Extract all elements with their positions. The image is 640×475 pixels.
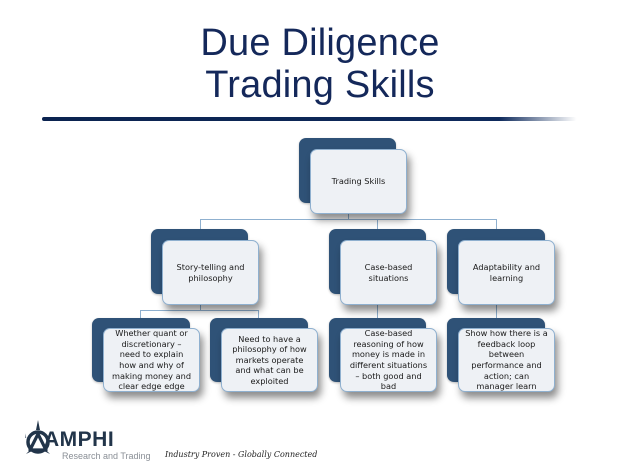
root-node-label: Trading Skills — [331, 176, 386, 187]
connector-story-down — [200, 305, 201, 311]
connector-case-down — [377, 305, 378, 319]
amphi-logo-icon — [25, 433, 27, 439]
amphi-emblem-icon — [26, 420, 50, 454]
root-node[interactable]: Trading Skills — [310, 149, 407, 214]
connector-to-need — [258, 310, 259, 319]
logo-subtitle: Research and Trading — [62, 451, 151, 461]
title-line-2: Trading Skills — [205, 64, 435, 106]
connector-to-story — [200, 219, 201, 230]
node-label: Whether quant or discretionary – need to… — [111, 328, 192, 392]
node-label: Story-telling and philosophy — [176, 261, 245, 283]
connector-to-whether — [140, 310, 141, 319]
node-label: Show how there is a feedback loop betwee… — [465, 328, 548, 392]
node-label: Adaptability and learning — [472, 261, 541, 283]
slide-title: Due Diligence Trading Skills — [0, 22, 640, 106]
tagline: Industry Proven - Globally Connected — [165, 450, 318, 459]
node-need-philosophy[interactable]: Need to have a philosophy of how markets… — [221, 328, 318, 392]
connector-root-down — [348, 214, 349, 220]
title-line-1: Due Diligence — [200, 22, 440, 64]
node-case-reasoning[interactable]: Case-based reasoning of how money is mad… — [340, 328, 437, 392]
connector-to-adapt — [496, 219, 497, 230]
connector-to-case — [377, 219, 378, 230]
node-whether-quant[interactable]: Whether quant or discretionary – need to… — [103, 328, 200, 392]
node-label: Need to have a philosophy of how markets… — [232, 333, 307, 386]
node-adaptability[interactable]: Adaptability and learning — [458, 240, 555, 305]
node-story-telling[interactable]: Story-telling and philosophy — [162, 240, 259, 305]
connector-story-horizontal — [140, 310, 259, 311]
connector-level2-horizontal — [200, 219, 497, 220]
node-case-based[interactable]: Case-based situations — [340, 240, 437, 305]
title-divider-extension — [60, 117, 577, 121]
node-label: Case-based situations — [364, 261, 413, 283]
connector-adapt-down — [496, 305, 497, 319]
node-feedback-loop[interactable]: Show how there is a feedback loop betwee… — [458, 328, 555, 392]
logo-wordmark: AMPHI — [44, 428, 115, 451]
node-label: Case-based reasoning of how money is mad… — [349, 328, 428, 392]
